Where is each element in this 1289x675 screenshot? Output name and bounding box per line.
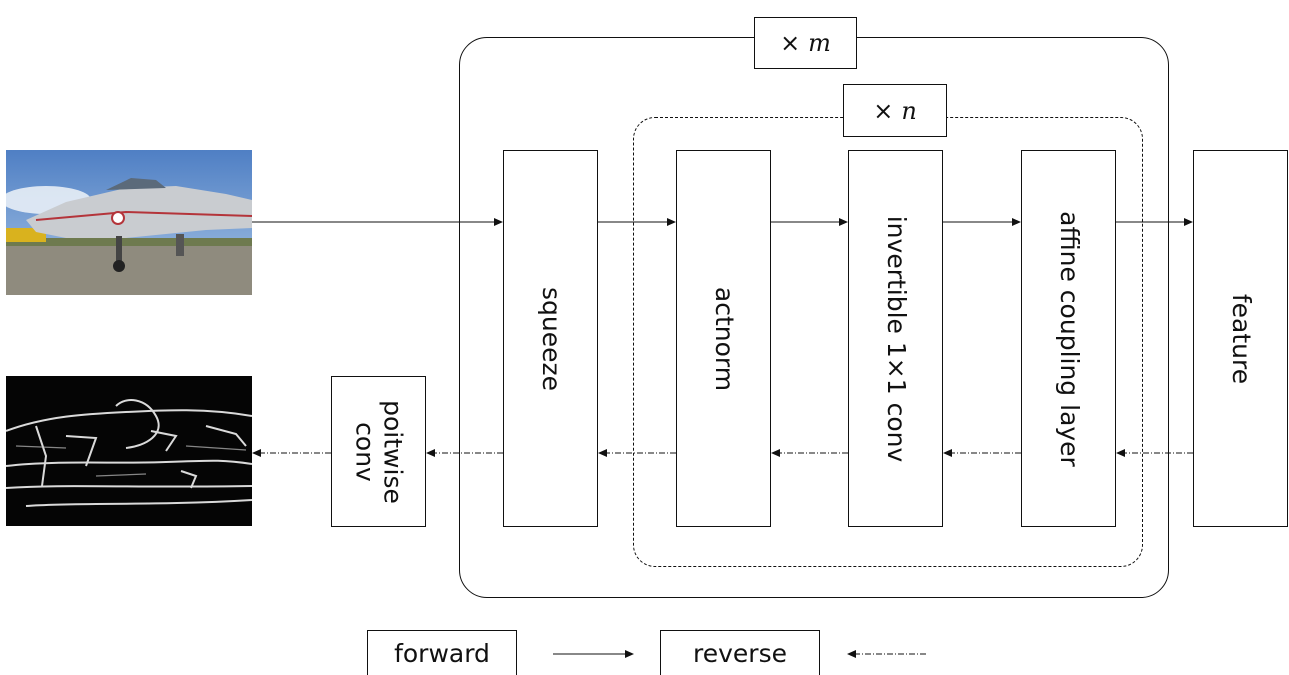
arrowhead	[1116, 449, 1125, 457]
pointwise-conv-block: poitwise conv	[331, 376, 426, 527]
affine-coupling-block: affine coupling layer	[1021, 150, 1116, 527]
arrowhead	[426, 449, 435, 457]
output-edge-map-image	[6, 376, 252, 526]
squeeze-block: squeeze	[503, 150, 598, 527]
times-symbol: ×	[873, 96, 894, 125]
arrowhead	[839, 218, 848, 226]
legend-reverse-box: reverse	[660, 630, 820, 675]
arrowhead	[1184, 218, 1193, 226]
arrowhead	[667, 218, 676, 226]
invertible-conv-block: invertible 1×1 conv	[848, 150, 943, 527]
input-aircraft-image	[6, 150, 252, 295]
arrowhead	[943, 449, 952, 457]
arrowhead	[494, 218, 503, 226]
legend-forward-box: forward	[367, 630, 517, 675]
legend-arrowhead	[625, 650, 634, 658]
outer-variable: m	[808, 29, 831, 57]
legend-reverse-label: reverse	[693, 638, 787, 668]
times-symbol: ×	[780, 29, 801, 57]
arrowhead	[598, 449, 607, 457]
actnorm-block: actnorm	[676, 150, 771, 527]
arrowhead	[1012, 218, 1021, 226]
inner-variable: n	[901, 96, 917, 125]
legend-arrowhead	[847, 650, 856, 658]
arrowhead	[771, 449, 780, 457]
arrowhead	[252, 449, 261, 457]
outer-multiplier-label: × m	[754, 17, 857, 69]
inner-multiplier-label: × n	[843, 84, 947, 137]
feature-block: feature	[1193, 150, 1288, 527]
legend-forward-label: forward	[394, 638, 490, 668]
